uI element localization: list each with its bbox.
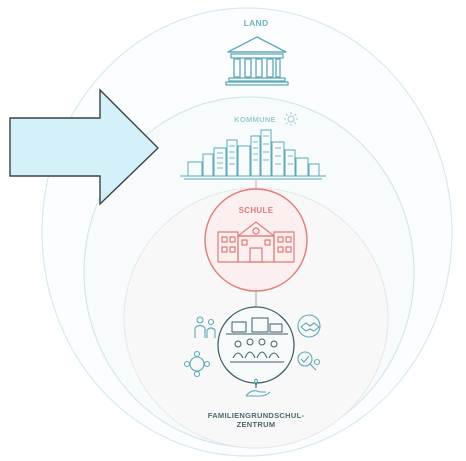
schule-label: SCHULE [239, 206, 274, 215]
arrow-icon [9, 88, 159, 206]
zentrum-label-line1: FAMILIENGRUNDSCHUL- [208, 411, 305, 420]
school-building-icon [217, 221, 295, 263]
zentrum-label-line2: ZENTRUM [237, 420, 276, 429]
search-check-icon [297, 351, 321, 371]
government-building-icon [225, 36, 289, 86]
city-skyline-icon [180, 129, 326, 180]
sun-icon [284, 112, 298, 126]
hand-heart-icon [245, 378, 271, 397]
land-label: LAND [244, 18, 269, 28]
schule-circle [204, 188, 308, 292]
handshake-icon [297, 314, 321, 338]
family-icon [194, 316, 216, 338]
network-people-icon [183, 350, 211, 378]
community-icon [226, 317, 288, 363]
kommune-label: KOMMUNE [234, 115, 276, 124]
